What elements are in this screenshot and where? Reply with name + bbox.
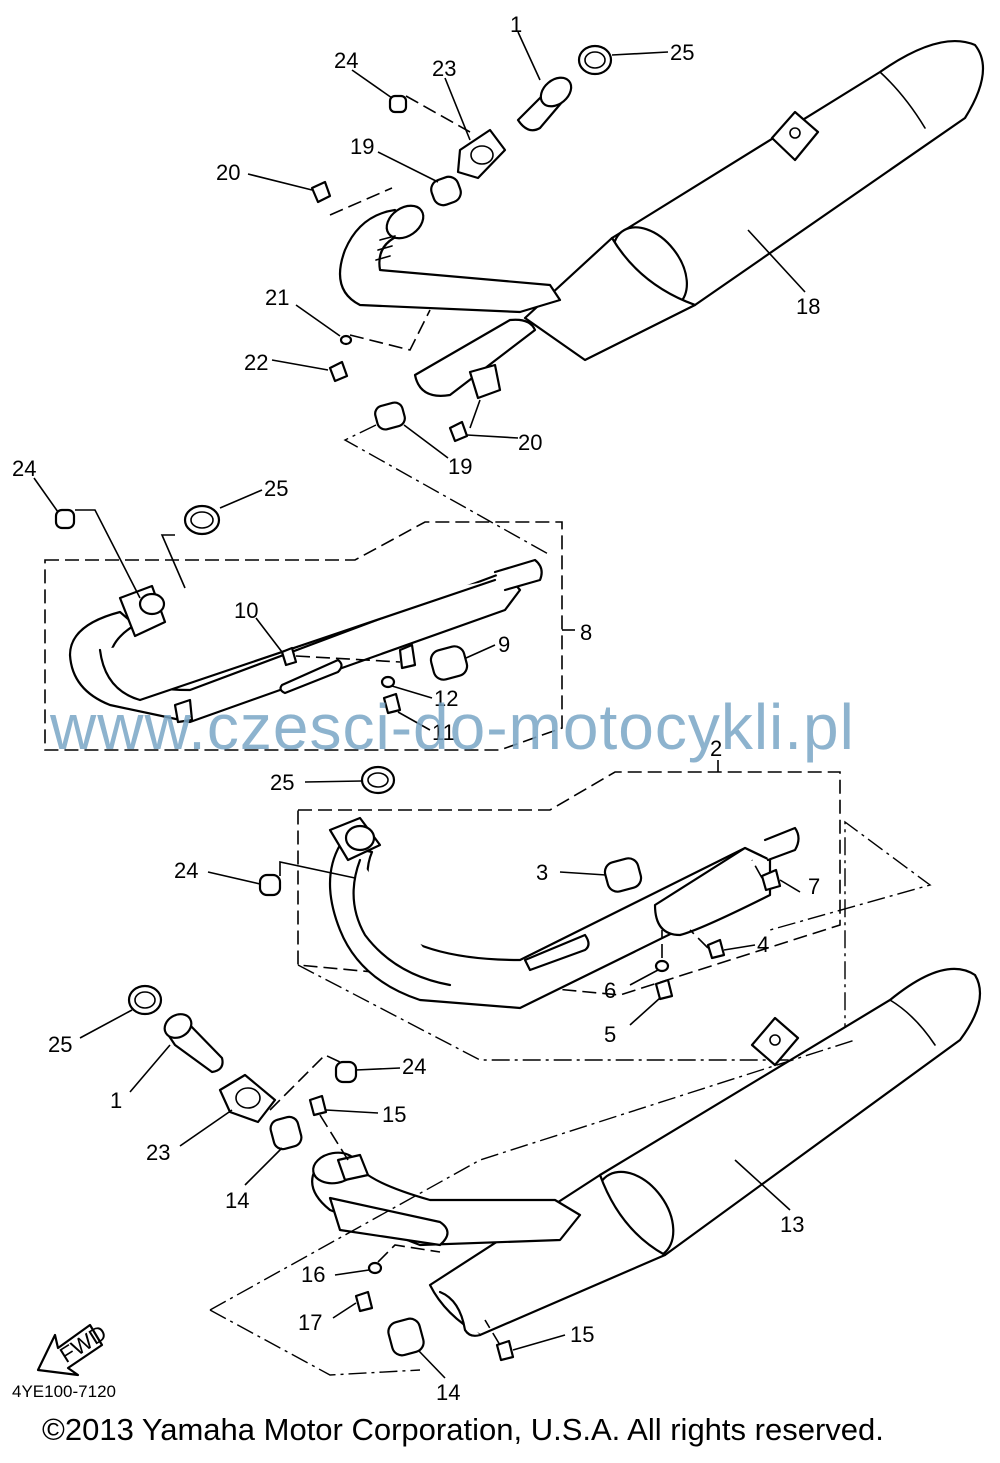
callout-2: 2 (710, 736, 722, 761)
lower-muffler (428, 967, 982, 1337)
flange-23-bottom (218, 1073, 277, 1124)
callout-1-b: 1 (110, 1088, 122, 1113)
catalog-code: 4YE100-7120 (12, 1382, 116, 1401)
gasket-1-bottom (163, 1013, 224, 1074)
gasket-25-bottom (127, 984, 163, 1016)
nut-7 (760, 868, 782, 892)
assembly-2 (297, 760, 841, 1010)
bolt-10 (280, 646, 298, 667)
collar-14-bottom (387, 1317, 425, 1357)
washer-21 (339, 334, 353, 346)
callout-labels: 1 25 24 23 19 20 21 22 18 20 19 24 25 10… (12, 12, 820, 1405)
gasket-1-top (516, 76, 573, 132)
callout-11: 11 (432, 720, 455, 745)
callout-25-b: 25 (264, 476, 288, 501)
callout-25-d: 25 (48, 1032, 72, 1057)
collar-19-mid (374, 401, 406, 431)
callout-20-b: 20 (518, 430, 542, 455)
bolt-20-mid (448, 420, 469, 443)
assembly-2-leaders (207, 780, 932, 1061)
lower-leaders (79, 1009, 856, 1379)
bolt-11 (382, 692, 402, 715)
collar-19-top (430, 175, 462, 207)
assembly-8 (44, 521, 575, 751)
gasket-25-top (577, 44, 613, 76)
callout-4: 4 (757, 932, 769, 957)
callout-7: 7 (808, 874, 820, 899)
callout-15-b: 15 (570, 1322, 594, 1347)
callout-9: 9 (498, 632, 510, 657)
callout-25: 25 (670, 40, 694, 65)
assembly-8-leaders (33, 477, 496, 731)
lower-header-pipe (311, 1151, 582, 1247)
callout-14-b: 14 (436, 1380, 460, 1405)
callout-10: 10 (234, 598, 258, 623)
callout-12: 12 (434, 686, 458, 711)
callout-24-d: 24 (402, 1054, 426, 1079)
upper-leaders (247, 31, 806, 556)
callout-20: 20 (216, 160, 240, 185)
callout-17: 17 (298, 1310, 322, 1335)
callout-21: 21 (265, 285, 289, 310)
gasket-25-left (183, 504, 221, 536)
fwd-label: FWD (55, 1320, 111, 1368)
callout-1: 1 (510, 12, 522, 37)
collar-14-top (269, 1115, 303, 1151)
callout-19: 19 (350, 134, 374, 159)
callout-18: 18 (796, 294, 820, 319)
callout-24-b: 24 (12, 456, 36, 481)
upper-muffler (523, 39, 985, 362)
fwd-arrow-icon: FWD (36, 1320, 111, 1377)
callout-25-c: 25 (270, 770, 294, 795)
nut-24-mid (258, 873, 282, 897)
callout-6: 6 (604, 978, 616, 1003)
callout-13: 13 (780, 1212, 804, 1237)
callout-16: 16 (301, 1262, 325, 1287)
callout-22: 22 (244, 350, 268, 375)
nut-24-top (388, 94, 408, 114)
callout-23: 23 (432, 56, 456, 81)
callout-3: 3 (536, 860, 548, 885)
nut-24-left (54, 508, 76, 530)
bolt-15-bottom (495, 1339, 515, 1362)
upper-header-pipe (338, 204, 562, 400)
collar-3 (603, 857, 643, 893)
washer-12 (380, 675, 396, 689)
copyright-notice: ©2013 Yamaha Motor Corporation, U.S.A. A… (42, 1412, 884, 1447)
bolt-5 (654, 978, 674, 1001)
callout-23-b: 23 (146, 1140, 170, 1165)
callout-8: 8 (580, 620, 592, 645)
callout-5: 5 (604, 1022, 616, 1047)
callout-19-b: 19 (448, 454, 472, 479)
nut-24-bottom (334, 1060, 358, 1084)
bolt-20-top (310, 180, 332, 204)
callout-15: 15 (382, 1102, 406, 1127)
bolt-22 (328, 360, 349, 383)
washer-16 (367, 1261, 383, 1275)
collar-9 (429, 645, 469, 681)
washer-6 (654, 959, 670, 973)
watermark-text: www.czesci-do-motocykli.pl (50, 691, 855, 763)
callout-14: 14 (225, 1188, 249, 1213)
bolt-17 (354, 1290, 374, 1313)
bolt-15-top (308, 1094, 328, 1117)
callout-24: 24 (334, 48, 358, 73)
callout-24-c: 24 (174, 858, 198, 883)
flange-23-top (456, 128, 507, 180)
gasket-25-mid (360, 765, 396, 795)
bolt-4 (706, 938, 726, 960)
